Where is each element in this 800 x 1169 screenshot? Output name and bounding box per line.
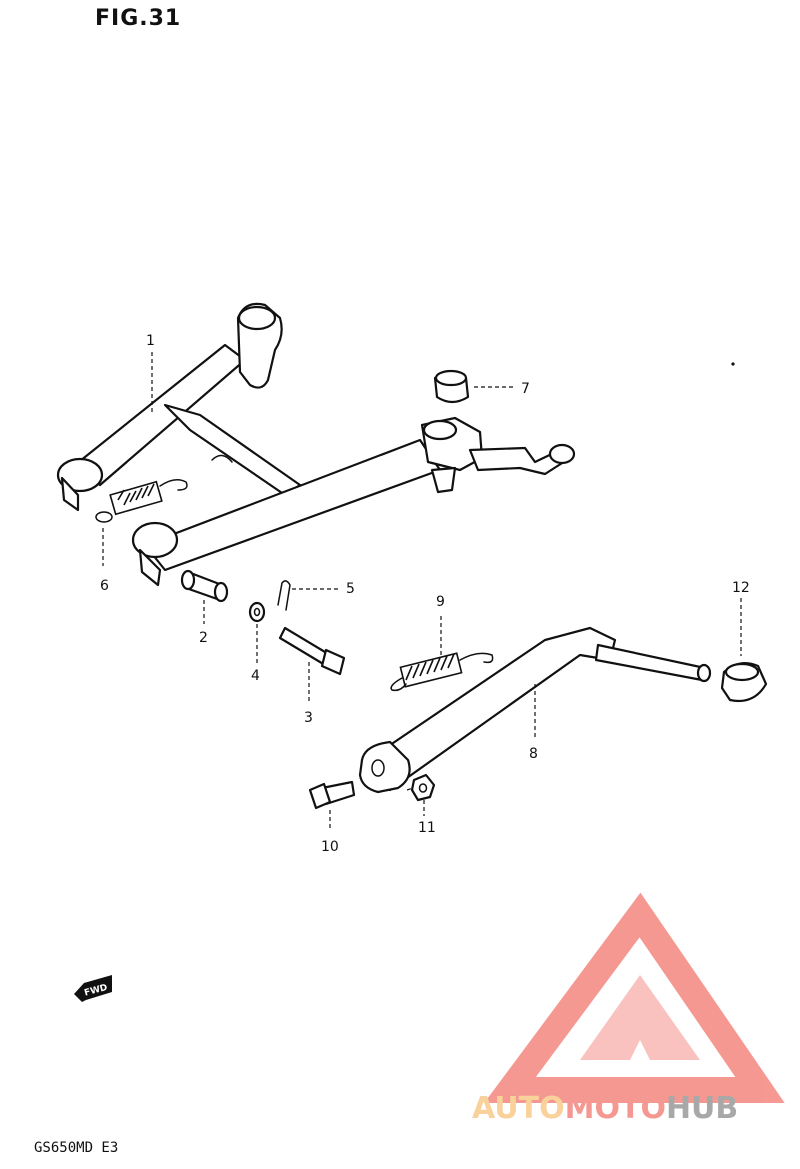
- callout-8: 8: [529, 746, 538, 762]
- side-stand-spring: [390, 652, 494, 692]
- callout-12: 12: [732, 580, 750, 596]
- washer: [248, 601, 266, 623]
- watermark-inner-mark: [580, 975, 700, 1060]
- callout-11: 11: [418, 820, 436, 836]
- callout-4: 4: [251, 668, 260, 684]
- watermark-triangle: [484, 892, 785, 1103]
- model-code: GS650MD E3: [34, 1140, 119, 1156]
- rubber-cap: [433, 369, 470, 404]
- cotter-pin: [277, 580, 291, 611]
- svg-text:AUTOMOTOHUB: AUTOMOTOHUB: [472, 1091, 738, 1126]
- callout-2: 2: [199, 630, 208, 646]
- figure-title: FIG.31: [95, 6, 182, 31]
- watermark-text-moto: MOTO: [565, 1091, 666, 1126]
- stand-rubber: [720, 661, 768, 702]
- side-stand-bolt: [308, 780, 356, 810]
- side-stand: [358, 626, 712, 794]
- watermark-logo: AUTOMOTOHUB: [472, 892, 785, 1126]
- callout-5: 5: [346, 581, 355, 597]
- callout-1: 1: [146, 333, 155, 349]
- callout-10: 10: [321, 839, 339, 855]
- watermark-text-auto: AUTO: [472, 1091, 565, 1126]
- leader-lines: [102, 352, 742, 830]
- stand-spring: [95, 479, 188, 523]
- callout-7: 7: [521, 381, 530, 397]
- callout-3: 3: [304, 710, 313, 726]
- callout-9: 9: [436, 594, 445, 610]
- speck-mark: [731, 362, 735, 366]
- bushing: [180, 569, 229, 603]
- pivot-bolt: [278, 626, 346, 676]
- forward-arrow-icon: FWD: [74, 975, 112, 1002]
- side-stand-nut: [410, 773, 436, 802]
- callout-6: 6: [100, 578, 109, 594]
- center-stand: [56, 302, 576, 587]
- watermark-text-hub: HUB: [666, 1091, 738, 1126]
